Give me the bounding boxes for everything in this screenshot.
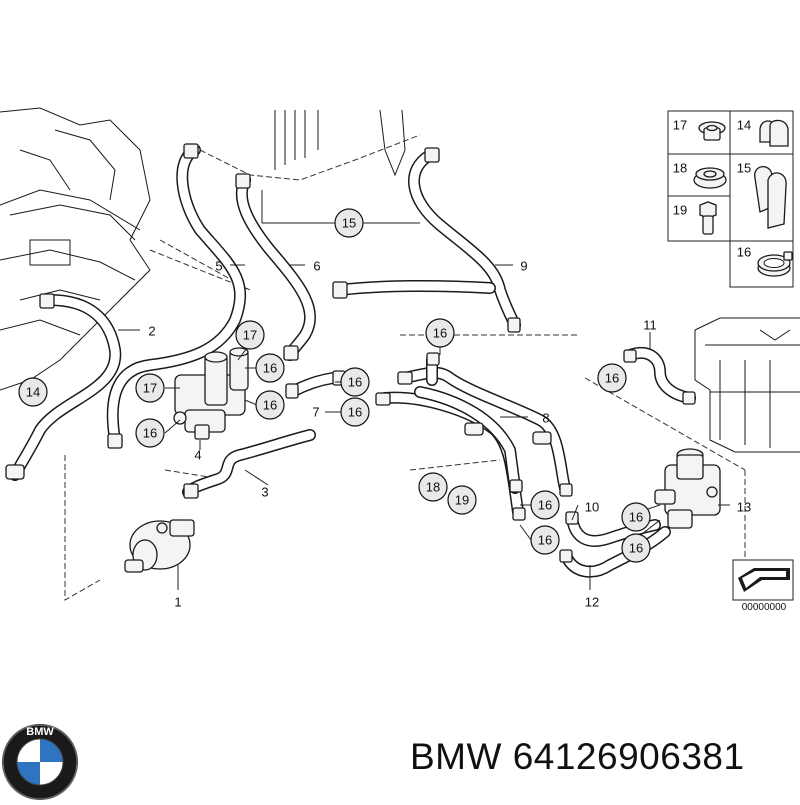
bubble-callouts: 15 14 17 17 16 16 16 16 16 16 16 16 16 1…	[18, 208, 651, 563]
svg-text:19: 19	[455, 493, 469, 508]
hose-9	[334, 149, 521, 331]
callout-7: 7	[312, 405, 319, 420]
callout-5: 5	[215, 259, 222, 274]
diagram-reference: 00000000	[732, 559, 794, 613]
svg-text:15: 15	[342, 216, 356, 231]
hose-3	[182, 429, 316, 498]
bubble-16-hose12: 16	[621, 533, 651, 563]
hose-12	[560, 526, 671, 578]
svg-text:16: 16	[629, 541, 643, 556]
svg-text:14: 14	[26, 385, 40, 400]
svg-text:16: 16	[263, 361, 277, 376]
svg-text:BMW: BMW	[26, 726, 54, 738]
brand-part-number: BMW 64126906381	[410, 736, 745, 777]
bubble-15: 15	[334, 208, 364, 238]
svg-text:16: 16	[348, 405, 362, 420]
bubble-16-valve-top: 16	[255, 353, 285, 383]
bubble-16-hose7-bottom: 16	[340, 397, 370, 427]
bubble-16-hose10: 16	[621, 502, 651, 532]
svg-text:16: 16	[348, 375, 362, 390]
legend-14: 14	[737, 118, 751, 133]
svg-text:16: 16	[538, 498, 552, 513]
bubble-17-lower: 17	[135, 373, 165, 403]
bubble-18: 18	[418, 472, 448, 502]
bubble-16-valve-left: 16	[135, 418, 165, 448]
svg-text:16: 16	[263, 398, 277, 413]
svg-text:16: 16	[605, 371, 619, 386]
bubble-16-hose8-a: 16	[530, 490, 560, 520]
callout-4: 4	[194, 448, 201, 463]
valve-4	[173, 347, 249, 440]
callout-12: 12	[585, 595, 599, 610]
valve-13	[654, 448, 721, 529]
bubble-16-hose8-b: 16	[530, 525, 560, 555]
part-callouts: 1 2 3 4 5 6 7 8 9 10 11 12 13	[148, 259, 751, 610]
bubble-17-upper: 17	[235, 320, 265, 350]
hose-5	[106, 144, 246, 446]
legend-18: 18	[673, 161, 687, 176]
bubble-16-hose7-top: 16	[340, 367, 370, 397]
legend-19: 19	[673, 203, 687, 218]
hose-8	[379, 354, 571, 518]
callout-3: 3	[261, 485, 268, 500]
svg-text:17: 17	[143, 381, 157, 396]
svg-text:18: 18	[426, 480, 440, 495]
svg-text:16: 16	[538, 533, 552, 548]
callout-10: 10	[585, 500, 599, 515]
engine-block	[0, 107, 251, 391]
heater-box	[584, 317, 800, 560]
legend-16: 16	[737, 245, 751, 260]
legend-15: 15	[737, 161, 751, 176]
bubble-19: 19	[447, 485, 477, 515]
bubble-16-tee: 16	[425, 318, 455, 348]
diagram-code: 00000000	[742, 602, 787, 613]
legend-17: 17	[673, 118, 687, 133]
svg-text:17: 17	[243, 328, 257, 343]
bubble-14: 14	[18, 377, 48, 407]
small-parts-legend: 17 18 19 14 15 16	[667, 110, 794, 288]
callout-6: 6	[313, 259, 320, 274]
bmw-logo: BMW	[2, 724, 78, 800]
callout-9: 9	[520, 259, 527, 274]
callout-8: 8	[542, 411, 549, 426]
callout-1: 1	[174, 595, 181, 610]
callout-11: 11	[643, 318, 657, 333]
svg-text:16: 16	[629, 510, 643, 525]
callout-2: 2	[148, 324, 155, 339]
bubble-16-hose11: 16	[597, 363, 627, 393]
hose-6	[235, 174, 316, 361]
hose-2	[9, 294, 122, 481]
hose-11	[624, 347, 696, 404]
pump-1	[124, 519, 195, 573]
callout-13: 13	[737, 500, 751, 515]
bubble-16-valve-right: 16	[255, 390, 285, 420]
svg-text:16: 16	[143, 426, 157, 441]
svg-text:16: 16	[433, 326, 447, 341]
